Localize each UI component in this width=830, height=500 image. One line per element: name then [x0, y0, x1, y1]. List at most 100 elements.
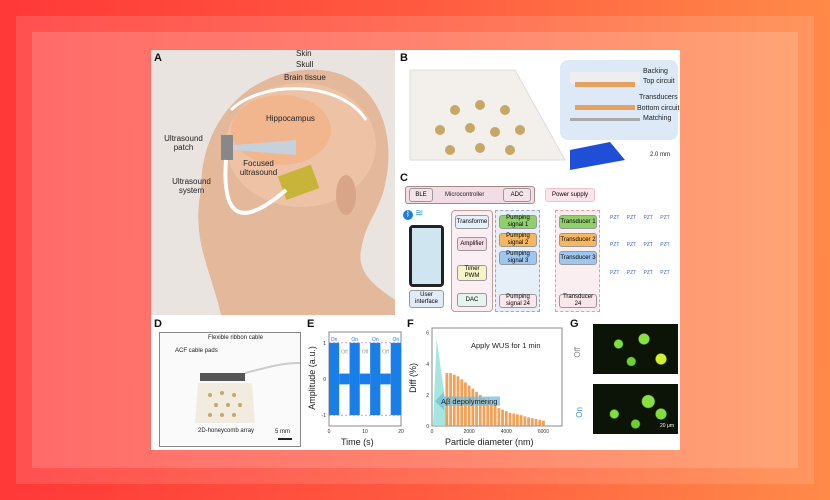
- panel-label-e: E: [307, 318, 315, 330]
- pzt-element: PZT: [643, 242, 653, 249]
- head-illustration: [198, 69, 395, 315]
- timer-pwm-box: Timer PWM: [457, 265, 487, 281]
- skin-label: Skin: [296, 49, 312, 58]
- panel-c: C BLE Microcontroller ADC Power supply ᛒ…: [395, 170, 680, 315]
- scale-bar-label: 5 mm: [275, 429, 290, 435]
- f-arrow: [435, 391, 500, 411]
- panel-label-g: G: [570, 318, 579, 330]
- pzt-element: PZT: [626, 215, 637, 221]
- e-state-label: On: [351, 337, 358, 343]
- e-y-tick: -1: [322, 413, 327, 419]
- f-y-tick: 6: [426, 331, 429, 337]
- e-x-tick: 0: [328, 429, 331, 435]
- cell-image-off: [593, 324, 678, 374]
- panel-g: G Off On 20 μm: [565, 318, 680, 450]
- f-bar: [486, 401, 490, 426]
- transformer-box: Transforme: [455, 215, 489, 229]
- bluetooth-icon: ᛒ: [403, 210, 413, 220]
- microcontroller-label: Microcontroller: [445, 192, 485, 198]
- f-bar: [519, 415, 523, 426]
- amplifier-box: Amplifier: [457, 237, 487, 251]
- e-on-segment: [370, 342, 381, 416]
- transducer-3: Transducer 3: [559, 251, 597, 265]
- pumping-signal-3: Pumping signal 3: [499, 251, 537, 265]
- skull-label: Skull: [296, 60, 314, 69]
- panel-label-b: B: [400, 52, 408, 64]
- pzt-element: PZT: [643, 269, 653, 276]
- pzt-element: PZT: [626, 242, 637, 249]
- e-off-gap: [380, 384, 391, 416]
- e-off-gap: [380, 342, 391, 374]
- transducer-array-illustration: [409, 60, 678, 170]
- f-bar: [527, 417, 530, 426]
- f-x-axis-label: Particle diameter (nm): [445, 437, 534, 447]
- transducer-2: Transducer 2: [559, 233, 597, 247]
- e-off-gap: [339, 342, 350, 374]
- pzt-element: PZT: [660, 215, 670, 221]
- pumping-signal-2: Pumping signal 2: [499, 233, 537, 247]
- f-bar: [482, 398, 486, 426]
- f-bar: [534, 419, 538, 426]
- g-scale-label: 20 μm: [660, 423, 674, 429]
- f-y-tick: 4: [426, 362, 429, 368]
- flexible-cable-label: Flexible ribbon cable: [208, 335, 264, 341]
- pzt-element: PZT: [610, 215, 620, 221]
- f-x-tick: 0: [431, 429, 434, 435]
- on-label: On: [574, 407, 584, 418]
- pzt-element: PZT: [610, 242, 620, 249]
- e-y-axis-label: Amplitude (a.u.): [307, 346, 318, 410]
- top-circuit-label: Top circuit: [643, 78, 675, 85]
- e-y-tick: 0: [323, 377, 326, 383]
- f-x-tick: 2000: [464, 429, 475, 435]
- pzt-element: PZT: [660, 242, 670, 249]
- power-supply-box: Power supply: [545, 188, 595, 202]
- hippocampus-label: Hippocampus: [266, 114, 315, 123]
- f-bar: [497, 408, 501, 426]
- f-bar: [493, 405, 497, 426]
- e-x-tick: 10: [362, 429, 368, 435]
- f-bar: [490, 403, 493, 426]
- f-bar: [471, 388, 475, 426]
- brain-tissue-label: Brain tissue: [284, 73, 326, 82]
- e-y-tick: 1: [323, 341, 326, 347]
- focused-ultrasound-label: Focused ultrasound: [239, 159, 278, 177]
- e-state-label: On: [372, 337, 379, 343]
- e-off-segment: [359, 373, 371, 385]
- f-y-tick: 2: [426, 393, 429, 399]
- e-state-label: Off: [362, 350, 369, 356]
- f-bar: [530, 418, 534, 426]
- e-on-segment: [349, 342, 360, 416]
- transducer-1: Transducer 1: [559, 215, 597, 229]
- f-x-tick: 4000: [501, 429, 512, 435]
- f-x-tick: 6000: [538, 429, 549, 435]
- adc-box: ADC: [503, 188, 531, 202]
- f-bar: [508, 412, 512, 426]
- phone-app: [409, 225, 444, 287]
- f-bar: [523, 416, 527, 426]
- e-off-gap: [339, 384, 350, 416]
- off-label: Off: [572, 347, 582, 358]
- pzt-element: PZT: [610, 269, 620, 276]
- panel-label-f: F: [407, 318, 414, 330]
- backing-label: Backing: [643, 68, 668, 75]
- dac-box: DAC: [457, 293, 487, 307]
- f-bar: [542, 420, 545, 426]
- f-bar: [504, 411, 508, 426]
- pumping-signal-24: Pumping signal 24: [499, 294, 537, 308]
- f-title: Apply WUS for 1 min: [471, 341, 541, 350]
- f-bar: [516, 414, 519, 426]
- pzt-element: PZT: [626, 269, 637, 276]
- panel-label-c: C: [400, 172, 408, 184]
- device-photo: [195, 362, 301, 440]
- e-x-axis-label: Time (s): [341, 437, 374, 447]
- pzt-element: PZT: [643, 215, 653, 221]
- ultrasound-patch-label: Ultrasound patch: [164, 134, 203, 152]
- e-off-segment: [380, 373, 391, 385]
- e-state-label: On: [331, 337, 338, 343]
- f-annotation: Aβ depolymering: [441, 397, 498, 406]
- e-state-label: On: [393, 337, 400, 343]
- f-bar: [475, 391, 478, 426]
- transducer-24: Transducer 24: [559, 294, 597, 308]
- e-off-gap: [359, 384, 371, 416]
